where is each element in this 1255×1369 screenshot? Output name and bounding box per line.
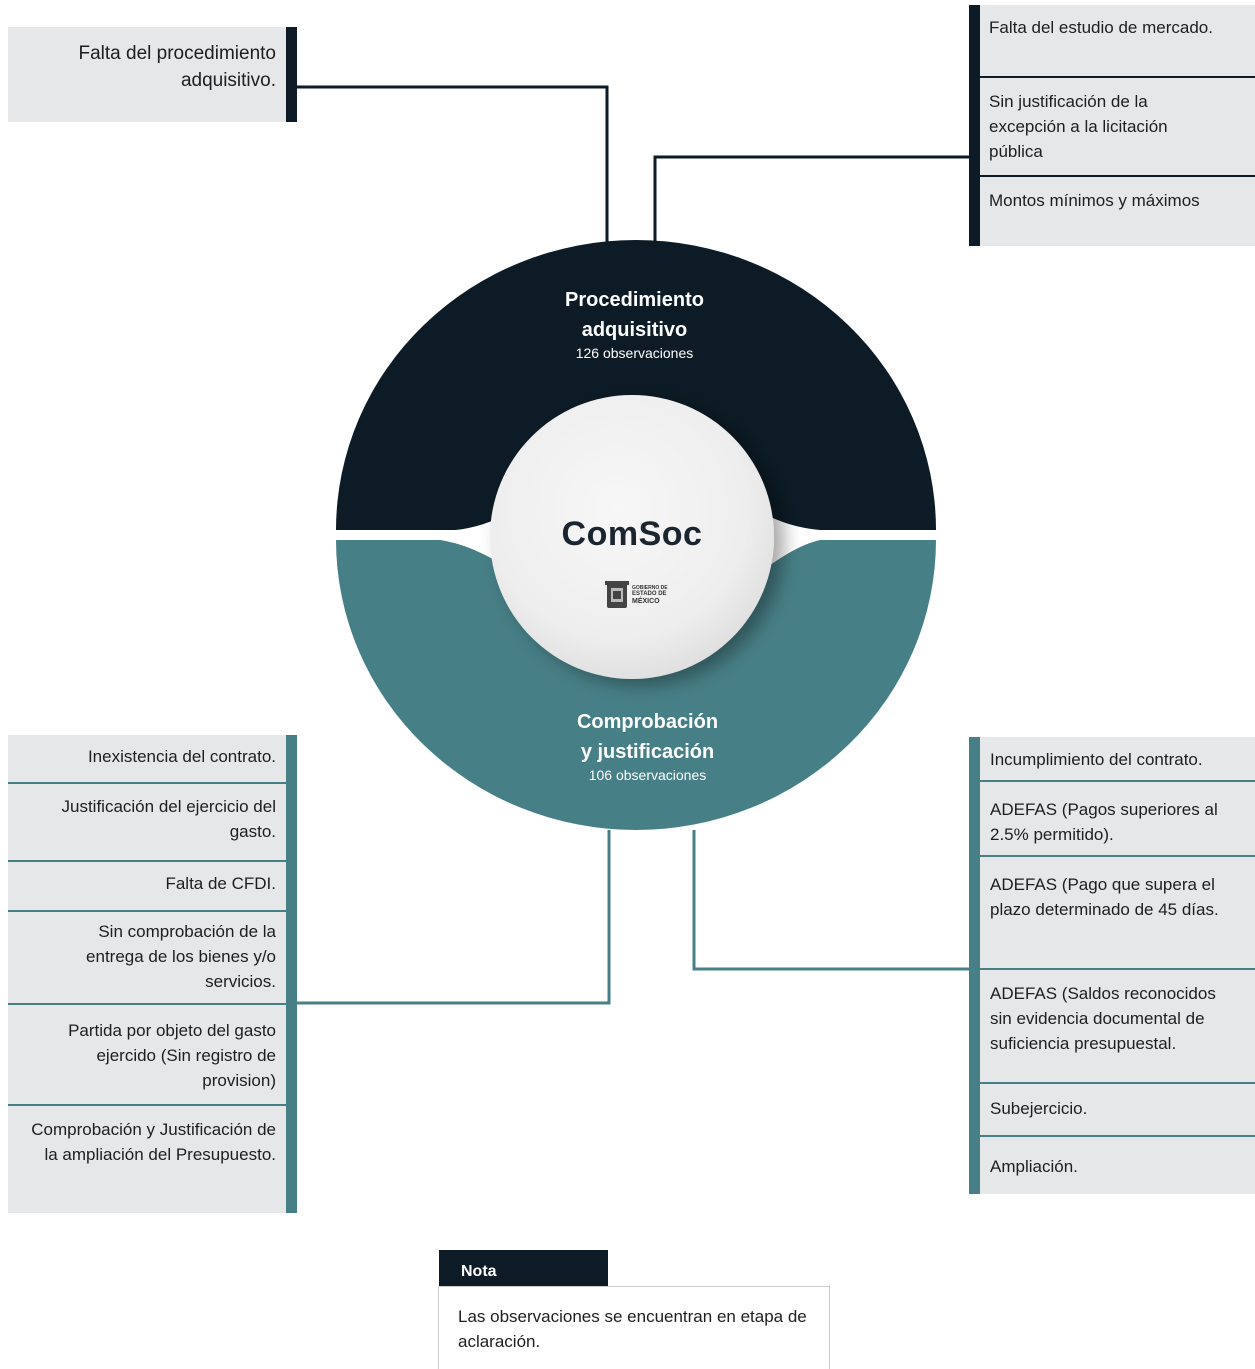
note-body: Las observaciones se encuentran en etapa… xyxy=(438,1286,830,1369)
seal-line-2: ESTADO DE xyxy=(632,591,667,597)
segment-comprobacion xyxy=(336,540,936,830)
top-right-item-1-text: Falta del estudio de mercado. xyxy=(989,18,1213,37)
bottom-right-item-3-text: ADEFAS (Pago que supera el plazo determi… xyxy=(990,875,1219,919)
top-left-box: Falta del procedimiento adquisitivo. xyxy=(8,27,297,122)
bottom-right-item-2-text: ADEFAS (Pagos superiores al 2.5% permiti… xyxy=(990,800,1218,844)
bottom-right-item-4: ADEFAS (Saldos reconocidos sin evidencia… xyxy=(980,970,1255,1084)
top-right-item-1: Falta del estudio de mercado. xyxy=(980,5,1255,78)
bottom-left-item-6-text: Comprobación y Justificación de la ampli… xyxy=(31,1120,276,1164)
category-procedimiento-title-line1: Procedimiento xyxy=(565,289,704,311)
bottom-left-item-1: Inexistencia del contrato. xyxy=(8,735,286,784)
bottom-left-item-1-text: Inexistencia del contrato. xyxy=(87,747,276,766)
bottom-right-item-2: ADEFAS (Pagos superiores al 2.5% permiti… xyxy=(980,782,1255,857)
bottom-left-item-2: Justificación del ejercicio del gasto. xyxy=(8,784,286,862)
government-seal-icon xyxy=(605,581,629,608)
category-comprobacion-title-line2: y justificación xyxy=(580,741,715,763)
top-right-item-2: Sin justificación de la excepción a la l… xyxy=(980,78,1255,177)
connector-top-right xyxy=(653,155,971,245)
category-procedimiento-count: 126 observaciones xyxy=(575,345,694,361)
bottom-right-item-4-text: ADEFAS (Saldos reconocidos sin evidencia… xyxy=(990,984,1216,1053)
bottom-left-item-4: Sin comprobación de la entrega de los bi… xyxy=(8,912,286,1005)
seal-line-1: GOBIERNO DE xyxy=(632,585,668,591)
connector-bottom-right xyxy=(692,830,971,971)
top-right-item-2-text: Sin justificación de la excepción a la l… xyxy=(989,92,1168,161)
bottom-right-box: Incumplimiento del contrato. ADEFAS (Pag… xyxy=(969,737,1255,1194)
category-comprobacion-label: Comprobación y justificación 106 observa… xyxy=(520,707,775,783)
category-procedimiento-label: Procedimiento adquisitivo 126 observacio… xyxy=(532,285,737,361)
bottom-left-box: Inexistencia del contrato. Justificación… xyxy=(8,735,297,1213)
bottom-left-item-6: Comprobación y Justificación de la ampli… xyxy=(8,1106,286,1213)
bottom-left-item-4-text: Sin comprobación de la entrega de los bi… xyxy=(86,922,276,991)
bottom-right-item-6: Ampliación. xyxy=(980,1137,1255,1194)
category-procedimiento-title-line2: adquisitivo xyxy=(581,319,688,341)
connector-bottom-left xyxy=(297,830,611,1005)
top-right-item-3: Montos mínimos y máximos xyxy=(980,177,1255,246)
note-title: Nota xyxy=(439,1250,608,1286)
bottom-left-item-3-text: Falta de CFDI. xyxy=(165,874,276,893)
bottom-left-item-5: Partida por objeto del gasto ejercido (S… xyxy=(8,1005,286,1106)
bottom-right-item-6-text: Ampliación. xyxy=(990,1157,1078,1176)
bottom-right-item-5: Subejercicio. xyxy=(980,1084,1255,1137)
seal-line-3: MÉXICO xyxy=(632,598,660,605)
center-circle xyxy=(490,395,774,679)
bottom-right-item-5-text: Subejercicio. xyxy=(990,1099,1088,1118)
bottom-left-item-5-text: Partida por objeto del gasto ejercido (S… xyxy=(68,1021,276,1090)
bottom-right-item-1: Incumplimiento del contrato. xyxy=(980,737,1255,782)
bottom-right-item-1-text: Incumplimiento del contrato. xyxy=(990,750,1203,769)
top-left-item: Falta del procedimiento adquisitivo. xyxy=(78,43,277,91)
top-right-box: Falta del estudio de mercado. Sin justif… xyxy=(969,5,1255,246)
top-right-item-3-text: Montos mínimos y máximos xyxy=(989,191,1200,210)
government-seal-text: GOBIERNO DE ESTADO DE MÉXICO xyxy=(632,585,668,606)
bottom-right-item-3: ADEFAS (Pago que supera el plazo determi… xyxy=(980,857,1255,970)
bottom-left-item-3: Falta de CFDI. xyxy=(8,862,286,912)
center-brand: ComSoc xyxy=(561,515,703,553)
connector-top-left xyxy=(297,85,609,245)
category-comprobacion-count: 106 observaciones xyxy=(588,767,707,783)
note-text: Las observaciones se encuentran en etapa… xyxy=(458,1307,807,1351)
category-comprobacion-title-line1: Comprobación xyxy=(576,711,719,733)
segment-procedimiento xyxy=(336,240,936,530)
bottom-left-item-2-text: Justificación del ejercicio del gasto. xyxy=(61,797,277,841)
